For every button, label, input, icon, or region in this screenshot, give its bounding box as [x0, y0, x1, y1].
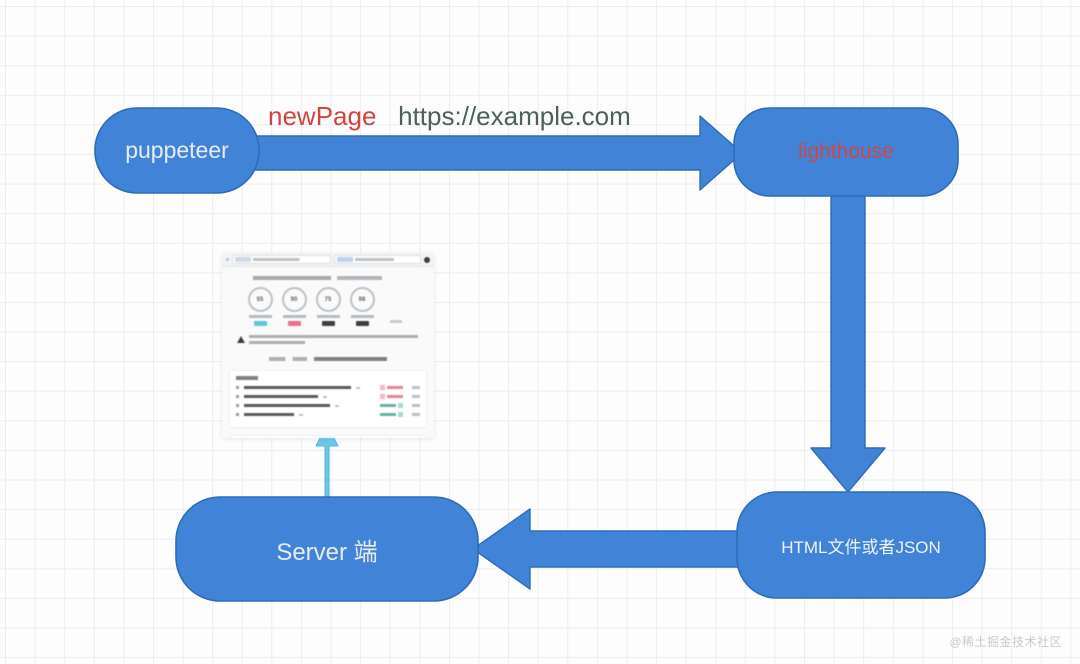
metric-value — [380, 394, 403, 399]
metric-value — [380, 412, 403, 417]
node-puppeteer[interactable] — [94, 107, 260, 194]
address-text — [253, 258, 328, 261]
metric-tail — [412, 413, 420, 416]
report-section-heading — [269, 357, 387, 361]
metric-swatch — [380, 385, 385, 390]
gauge-ring — [384, 287, 409, 312]
metric-bullet-icon — [236, 404, 239, 407]
menu-dot-icon — [226, 258, 229, 261]
metrics-card-title — [236, 376, 258, 380]
report-warning — [237, 335, 425, 347]
gauge-name — [350, 315, 374, 318]
metric-swatch — [398, 403, 403, 408]
gauge-ring: 90 — [281, 287, 307, 312]
gauge-name — [248, 315, 272, 318]
metric-separator — [355, 386, 360, 389]
metrics-card — [229, 370, 427, 428]
metric-tail — [412, 404, 420, 407]
metric-bullet-icon — [236, 395, 239, 398]
gauge-name — [282, 315, 306, 318]
metric-separator — [322, 395, 327, 398]
secondary-text — [354, 258, 418, 261]
metric-row — [236, 394, 420, 399]
score-gauges: 55 90 75 98 — [229, 287, 427, 326]
profile-avatar-icon — [424, 256, 430, 263]
gauge-ring: 55 — [247, 287, 273, 312]
secondary-bar — [333, 255, 421, 264]
gauge-ring: 75 — [315, 287, 341, 312]
node-html-json[interactable] — [736, 491, 986, 599]
gauge-name — [390, 320, 402, 323]
metric-bullet-icon — [236, 386, 239, 389]
metric-row — [236, 403, 420, 408]
gauge-best-practices: 75 — [315, 287, 341, 326]
edge-lighthouse-to-html-json — [810, 185, 886, 493]
lighthouse-report-screenshot: 55 90 75 98 — [222, 253, 434, 438]
node-server[interactable] — [175, 496, 479, 602]
gauge-name — [316, 315, 340, 318]
browser-toolbar — [222, 253, 434, 267]
metric-number — [380, 413, 396, 416]
address-tag — [235, 257, 251, 262]
metric-swatch — [380, 394, 385, 399]
warning-text — [249, 335, 425, 347]
metric-separator — [335, 404, 340, 407]
edge-html-json-to-server — [472, 508, 753, 590]
edge-puppeteer-to-lighthouse — [247, 115, 743, 191]
gauge-seo: 98 — [349, 287, 375, 326]
metric-number — [380, 404, 396, 407]
opportunities-card — [229, 435, 427, 438]
metric-value — [380, 385, 403, 390]
metric-tail — [412, 395, 420, 398]
metric-name — [244, 413, 294, 416]
gauge-chip — [253, 321, 267, 326]
metric-number — [387, 395, 403, 398]
gauge-pwa — [384, 287, 409, 326]
address-bar — [232, 255, 331, 264]
metric-name — [244, 395, 318, 398]
node-lighthouse[interactable] — [733, 107, 959, 197]
metric-number — [387, 386, 403, 389]
metric-swatch — [398, 412, 403, 417]
metric-row — [236, 412, 420, 417]
metric-name — [244, 404, 331, 407]
gauge-ring: 98 — [349, 287, 375, 312]
gauge-performance: 55 — [247, 287, 273, 326]
metric-tail — [412, 386, 420, 389]
report-headline — [253, 276, 403, 280]
metric-row — [236, 385, 420, 390]
gauge-accessibility: 90 — [281, 287, 307, 326]
report-body: 55 90 75 98 — [222, 267, 434, 438]
gauge-chip — [321, 321, 335, 326]
warning-triangle-icon — [237, 336, 245, 343]
gauge-chip — [355, 321, 369, 326]
gauge-chip — [287, 321, 301, 326]
metric-value — [380, 403, 403, 408]
secondary-tag — [336, 257, 353, 262]
metric-separator — [298, 413, 303, 416]
metric-bullet-icon — [236, 413, 239, 416]
metric-name — [244, 386, 351, 389]
